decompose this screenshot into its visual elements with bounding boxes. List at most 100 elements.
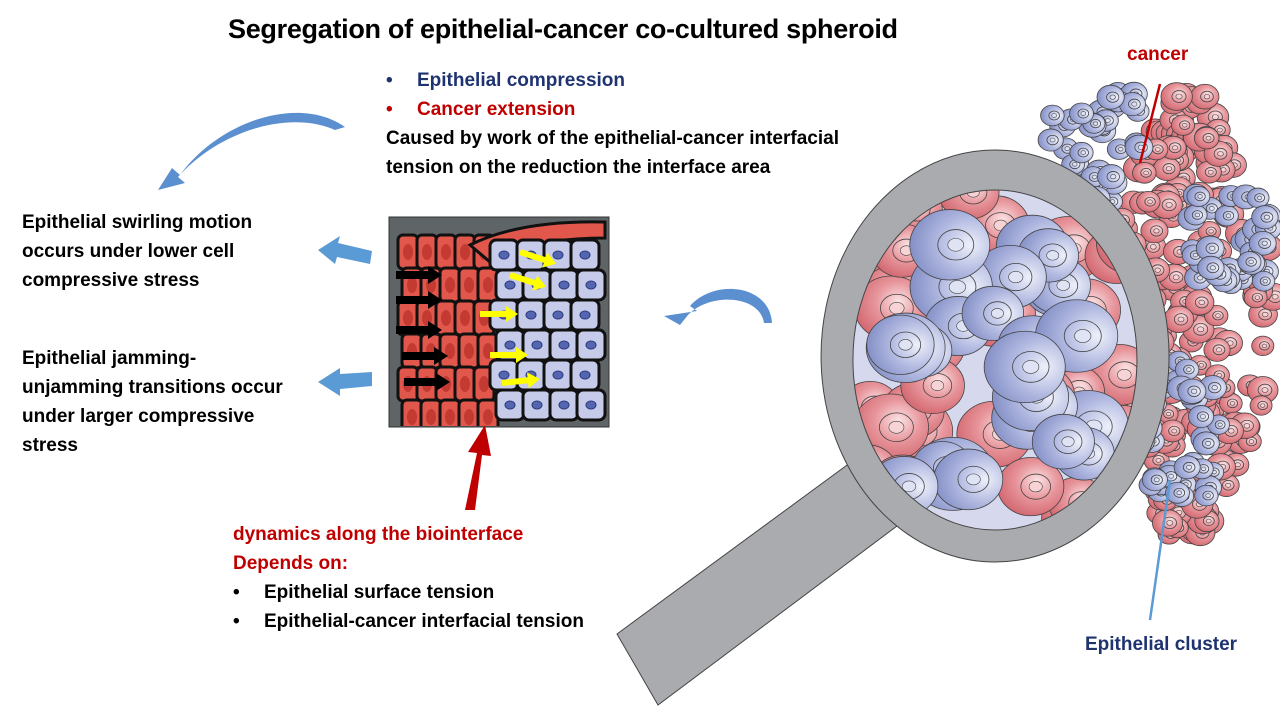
cell-nucleolus xyxy=(1205,493,1211,498)
cell-nucleus xyxy=(498,370,510,380)
note-line: Epithelial jamming- xyxy=(22,348,197,369)
cell-nucleolus xyxy=(1093,121,1099,126)
cell-nucleus xyxy=(1205,226,1217,237)
note-line: unjamming transitions occur xyxy=(22,377,283,398)
cell-nucleus xyxy=(937,229,975,261)
cell-nucleus xyxy=(552,250,564,260)
cell-nucleus xyxy=(1063,319,1102,353)
cell-nucleus xyxy=(1258,237,1272,249)
cell-nucleus xyxy=(1201,437,1215,449)
cell-nucleus xyxy=(1251,292,1263,303)
cell-nucleolus xyxy=(1248,259,1254,265)
cell-nucleus xyxy=(1020,473,1052,500)
cell-nucleolus xyxy=(889,302,905,315)
cell-nucleolus xyxy=(1155,457,1162,463)
cell-nucleolus xyxy=(1257,195,1263,200)
cell-nucleolus xyxy=(1211,385,1218,391)
cell-nucleus xyxy=(1144,196,1156,207)
top-bullet-list: Epithelial compression Cancer extension … xyxy=(386,66,839,182)
cell-nucleolus xyxy=(1243,423,1251,429)
cell-nucleus xyxy=(1260,211,1274,223)
flow-arrow-shape xyxy=(509,272,547,291)
cell-nucleus xyxy=(1212,310,1224,321)
cause-line-2: tension on the reduction the interface a… xyxy=(386,157,771,178)
cell-nucleus xyxy=(1128,98,1141,110)
cell-nucleus xyxy=(504,340,516,350)
cell-nucleolus xyxy=(1197,326,1205,333)
cell-nucleolus xyxy=(991,308,1004,319)
cell-nucleus xyxy=(1106,91,1120,103)
cell-nucleus xyxy=(552,370,564,380)
cell-nucleus xyxy=(1202,515,1215,526)
cell-nucleus xyxy=(1214,420,1226,430)
cell-nucleus xyxy=(1090,118,1101,129)
cell-nucleus xyxy=(1196,411,1210,422)
cell-nucleus xyxy=(1077,108,1090,119)
cell-nucleus xyxy=(1012,351,1050,383)
cause-line-1: Caused by work of the epithelial-cancer … xyxy=(386,128,839,149)
cell-nucleolus xyxy=(1209,206,1215,211)
cell-nucleus xyxy=(445,343,455,359)
biointerface-block: dynamics along the biointerface Depends … xyxy=(233,520,584,636)
cell-nucleus xyxy=(1152,455,1165,466)
note-line: Epithelial swirling motion xyxy=(22,212,253,233)
cell-nucleolus xyxy=(1177,316,1185,323)
curved-arrow-icon xyxy=(664,288,772,325)
cell-nucleolus xyxy=(1216,347,1222,353)
flow-arrow-shape xyxy=(480,306,518,322)
cell-nucleus xyxy=(1259,341,1270,351)
cell-nucleolus xyxy=(1225,213,1232,218)
cell-nucleolus xyxy=(1262,279,1268,284)
cell-nucleus xyxy=(1149,225,1164,237)
cell-nucleus xyxy=(445,409,455,425)
cell-nucleus xyxy=(1257,400,1269,411)
cell-nucleus xyxy=(1182,461,1196,473)
cell-nucleus xyxy=(441,244,451,260)
force-arrow-icon xyxy=(396,266,442,284)
cell-nucleus xyxy=(1258,308,1273,321)
cell-nucleolus xyxy=(1192,252,1199,258)
left-arrow-icon xyxy=(318,368,372,396)
cell-nucleus xyxy=(407,409,417,425)
cell-nucleolus xyxy=(1261,387,1269,393)
cell-nucleus xyxy=(579,370,591,380)
cell-nucleolus xyxy=(1207,169,1214,175)
cell-nucleus xyxy=(1173,487,1186,498)
magnifier-rim xyxy=(820,149,1170,563)
cell-nucleus xyxy=(1187,385,1201,397)
cell-nucleus xyxy=(464,343,474,359)
cell-nucleolus xyxy=(1022,360,1040,374)
left-arrow-icon xyxy=(318,236,372,264)
curved-arrow-icon xyxy=(158,112,345,190)
bullet-cancer-extension: Cancer extension xyxy=(386,95,839,124)
cell-nucleolus xyxy=(1074,329,1092,343)
cell-nucleus xyxy=(1204,167,1217,178)
cell-nucleus xyxy=(1222,210,1235,221)
cell-nucleus xyxy=(1191,210,1203,220)
biointerface-heading: dynamics along the biointerface xyxy=(233,524,524,545)
cell-nucleolus xyxy=(1271,293,1279,300)
cell-nucleus xyxy=(558,400,570,410)
flow-arrow-shape xyxy=(501,372,540,389)
cell-nucleolus xyxy=(1176,490,1182,495)
force-arrow-icon xyxy=(396,321,442,339)
cell-nucleus xyxy=(483,277,493,293)
cell-nucleolus xyxy=(1190,388,1198,394)
cell-nucleolus xyxy=(1194,212,1201,218)
cell-nucleolus xyxy=(1080,150,1086,155)
cell-nucleus xyxy=(504,280,516,290)
cell-nucleolus xyxy=(1206,518,1212,524)
bullet-epithelial-compression: Epithelial compression xyxy=(386,66,839,95)
cell-nucleus xyxy=(999,262,1033,292)
cell-nucleus xyxy=(1048,110,1060,121)
cell-nucleus xyxy=(1194,296,1209,309)
flow-arrow-shape xyxy=(519,249,557,268)
cell-nucleolus xyxy=(1166,411,1172,417)
cell-nucleolus xyxy=(1234,462,1241,468)
cell-nucleus xyxy=(1205,242,1219,255)
cell-nucleolus xyxy=(1008,270,1024,284)
cell-nucleolus xyxy=(1260,403,1266,408)
flow-arrow-shape xyxy=(490,347,528,363)
cell-nucleus xyxy=(585,280,597,290)
cell-nucleus xyxy=(1038,243,1067,268)
